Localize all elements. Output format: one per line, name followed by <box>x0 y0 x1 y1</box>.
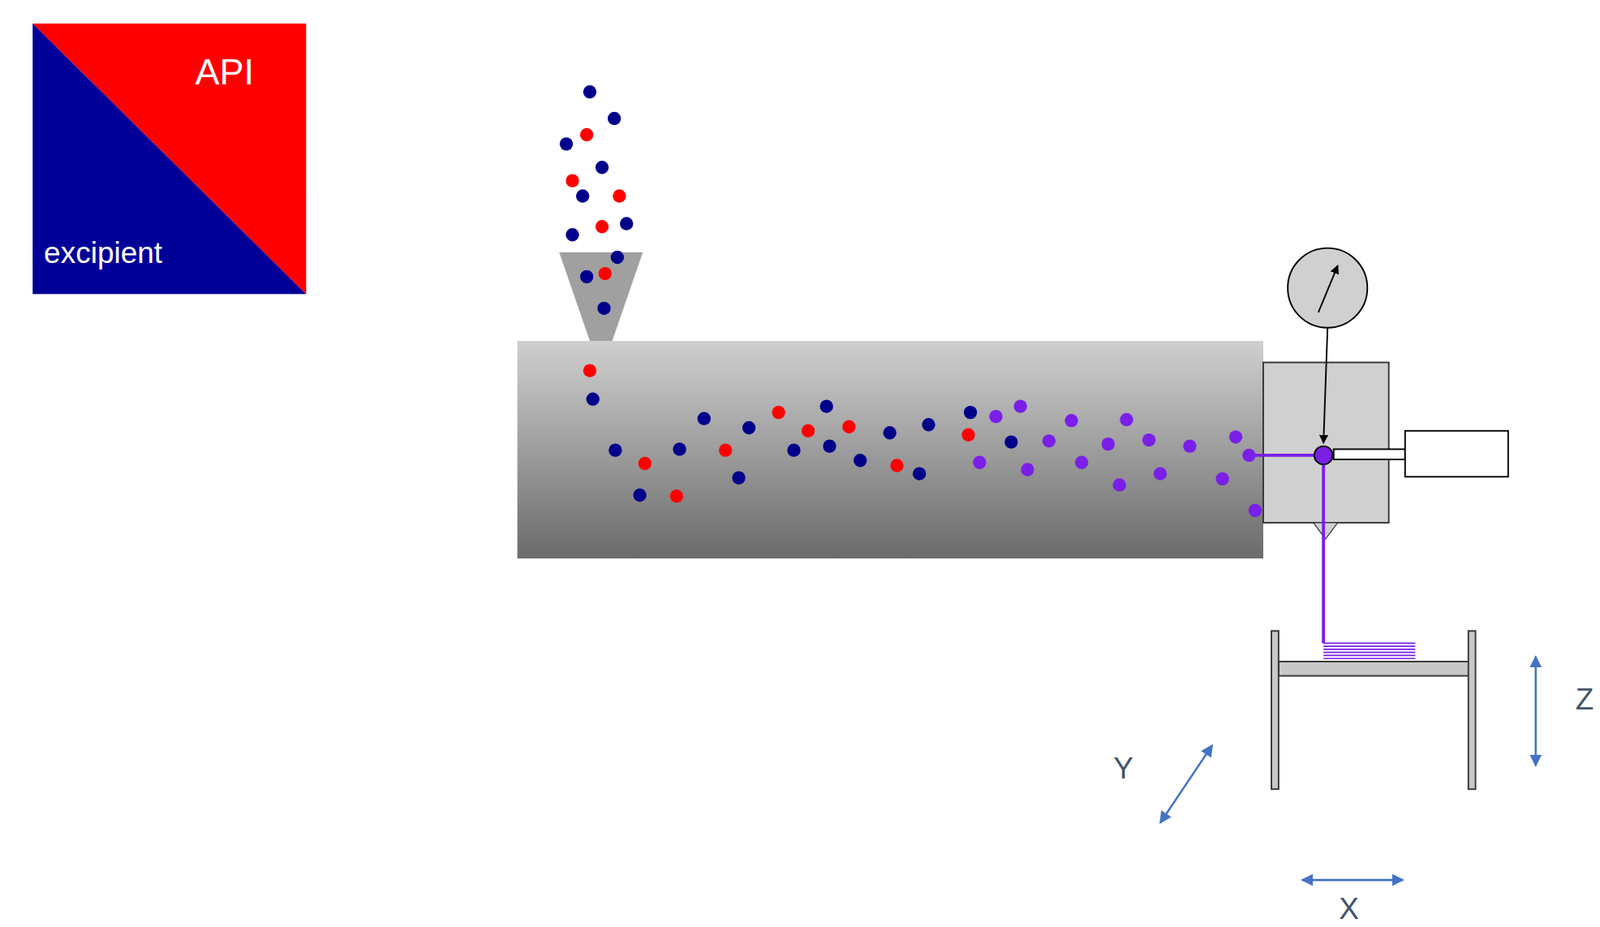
particle <box>842 420 856 434</box>
layer-line <box>1323 654 1416 657</box>
particle <box>972 455 986 469</box>
particle <box>1042 434 1056 448</box>
legend-label: excipient <box>43 236 163 267</box>
particle <box>583 85 597 99</box>
particle <box>697 411 711 425</box>
particle <box>989 409 1003 423</box>
particle <box>963 405 977 419</box>
particle <box>670 489 684 503</box>
particle <box>583 363 597 377</box>
particle <box>565 227 579 241</box>
particle <box>580 270 594 284</box>
particle <box>632 488 646 502</box>
layer-line <box>1323 657 1416 659</box>
layer-line <box>1323 645 1416 647</box>
pressure-gauge <box>1287 248 1368 328</box>
particle <box>1004 434 1018 448</box>
particles <box>559 85 1262 517</box>
axis-label: Y <box>1113 752 1134 783</box>
particle <box>580 128 594 142</box>
extruder-barrel <box>517 340 1264 559</box>
x-axis-arrow <box>1302 878 1404 882</box>
particle <box>610 250 624 264</box>
hopper <box>559 252 643 341</box>
printed-layers <box>1323 642 1416 659</box>
particle <box>1215 472 1229 486</box>
gauge-needle <box>1318 265 1338 313</box>
particle <box>853 453 867 467</box>
plate-post <box>1271 630 1279 789</box>
legend-label: API <box>194 53 254 91</box>
particle <box>638 456 652 470</box>
particle <box>595 219 609 233</box>
particle <box>1182 438 1196 452</box>
particle <box>619 216 633 230</box>
axis-label: X <box>1338 893 1360 924</box>
particle <box>586 392 600 406</box>
sensor-point <box>1314 446 1334 465</box>
build-plate <box>1278 661 1470 676</box>
particle <box>731 470 745 484</box>
particle <box>1020 462 1034 476</box>
nozzle <box>1313 522 1338 539</box>
particle <box>598 266 612 280</box>
particle <box>1248 503 1262 517</box>
legend-swatch <box>32 23 306 294</box>
filament <box>1322 455 1325 643</box>
particle <box>771 405 785 419</box>
axis-label: Z <box>1575 683 1595 714</box>
layer-line <box>1323 642 1416 645</box>
particle <box>1075 455 1089 469</box>
particle <box>890 458 904 472</box>
particle <box>612 189 626 203</box>
layer-line <box>1323 651 1416 654</box>
particle <box>882 425 896 439</box>
particle <box>565 173 579 187</box>
particle <box>820 399 834 413</box>
particle <box>912 466 926 480</box>
y-axis-arrow <box>1160 744 1213 823</box>
actuator <box>1405 430 1509 478</box>
particle <box>576 189 590 203</box>
z-axis-arrow <box>1535 656 1538 766</box>
particle <box>1064 413 1078 427</box>
rod <box>1333 448 1406 460</box>
particle <box>607 111 621 125</box>
particle <box>1112 477 1126 491</box>
particle <box>1013 399 1027 413</box>
particle <box>921 417 935 431</box>
particle <box>1242 448 1256 462</box>
layer-line <box>1323 648 1416 650</box>
particle <box>672 442 686 456</box>
particle <box>597 301 611 315</box>
particle <box>608 443 622 456</box>
particle <box>961 428 975 442</box>
particle <box>822 438 836 452</box>
plate-post <box>1468 630 1476 789</box>
particle <box>1119 412 1133 426</box>
particle <box>801 424 815 438</box>
particle <box>1153 466 1167 480</box>
particle <box>1229 430 1243 444</box>
particle <box>1101 437 1115 451</box>
particle <box>742 421 756 435</box>
legend-swatch <box>32 23 306 294</box>
particle <box>1142 433 1156 447</box>
particle <box>595 160 609 174</box>
particle <box>559 137 573 151</box>
gauge-lead <box>1323 327 1328 444</box>
particle <box>787 443 800 456</box>
melt-path <box>1252 455 1324 643</box>
legend-square <box>32 23 306 294</box>
particle <box>718 443 732 456</box>
